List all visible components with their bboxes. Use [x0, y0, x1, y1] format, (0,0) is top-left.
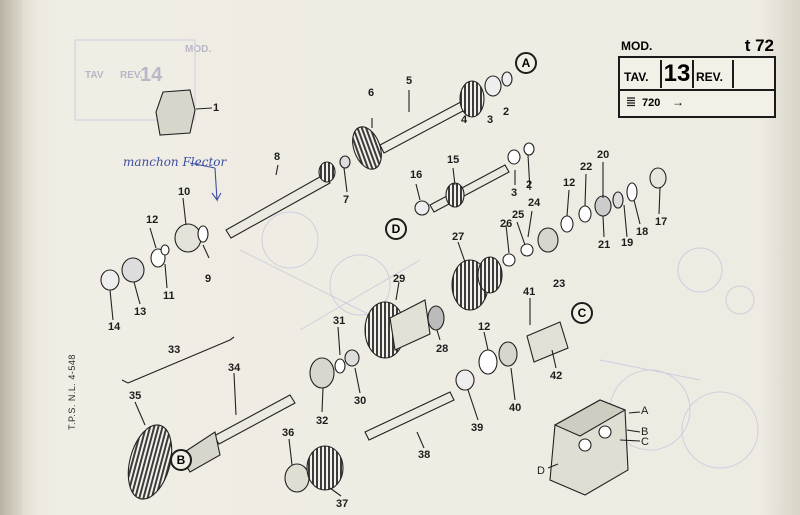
- part-number: 34: [228, 362, 241, 374]
- part-number: 10: [178, 186, 191, 198]
- part-number: 33: [168, 344, 181, 356]
- part-number: 13: [134, 306, 147, 318]
- part-number: 25: [512, 209, 525, 221]
- part-number: 42: [550, 370, 563, 382]
- part-number: 5: [406, 75, 413, 87]
- part-number: 6: [368, 87, 375, 99]
- part-number: 22: [580, 161, 593, 173]
- ghost-tav-num: 14: [140, 64, 163, 86]
- part-number: 26: [500, 218, 513, 230]
- mod-value: t 72: [744, 36, 774, 55]
- part-number: 16: [410, 169, 423, 181]
- part-number: 18: [636, 226, 649, 238]
- housing-label-a: A: [641, 405, 649, 417]
- tav-label: TAV.: [624, 70, 649, 84]
- part-number: 23: [553, 278, 566, 290]
- part-number: 27: [452, 231, 465, 243]
- housing-label-b: B: [641, 426, 649, 438]
- ghost-tav: TAV: [85, 70, 104, 81]
- ghost-mod: MOD.: [185, 44, 212, 55]
- part-number: 19: [621, 237, 634, 249]
- part-number: 20: [597, 149, 610, 161]
- part-number: 11: [163, 290, 175, 302]
- part-number: 29: [393, 273, 406, 285]
- ref-number: 720: [642, 97, 661, 109]
- part-number: 35: [129, 390, 142, 402]
- part-number: 3: [511, 187, 518, 199]
- title-block: MOD. t 72 TAV. 13 REV. 720 →: [618, 36, 776, 118]
- part-number: 24: [528, 197, 541, 209]
- part-number: 9: [205, 273, 212, 285]
- part-number: 12: [146, 214, 159, 226]
- callout-a: A: [515, 52, 537, 74]
- rev-divider: [732, 60, 734, 88]
- part-number: 2: [503, 106, 510, 118]
- part-number: 21: [598, 239, 611, 251]
- part-number: 7: [343, 194, 350, 206]
- title-box-divider: [620, 89, 774, 91]
- title-box: TAV. 13 REV. 720 →: [618, 56, 776, 118]
- part-number: 1: [213, 102, 220, 114]
- part-number: 40: [509, 402, 522, 414]
- ref-arrow: →: [672, 95, 684, 109]
- part-number: 28: [436, 343, 449, 355]
- callout-b: B: [170, 449, 192, 471]
- tav-number: 13: [660, 60, 694, 88]
- part-number: 37: [336, 498, 349, 510]
- callout-c: C: [571, 302, 593, 324]
- page-binding: [0, 0, 22, 515]
- housing-label-d: D: [537, 465, 545, 477]
- part-number: 39: [471, 422, 484, 434]
- mod-label: MOD.: [621, 39, 653, 53]
- part-number: 14: [108, 321, 121, 333]
- print-code: T.P.S. N.L. 4-548: [67, 354, 77, 430]
- part-number: 17: [655, 216, 668, 228]
- ghost-rev: REV.: [120, 70, 143, 81]
- part-number: 12: [478, 321, 491, 333]
- part-number: 12: [563, 177, 576, 189]
- part-number: 31: [333, 315, 346, 327]
- callout-d: D: [385, 218, 407, 240]
- part-number: 15: [447, 154, 460, 166]
- part-number: 32: [316, 415, 329, 427]
- part-number: 3: [487, 114, 494, 126]
- part-number: 4: [461, 114, 468, 126]
- rev-label: REV.: [696, 70, 723, 84]
- part-number: 8: [274, 151, 281, 163]
- handwritten-note: manchon Flector: [123, 155, 227, 169]
- part-number: 2: [526, 179, 533, 191]
- part-drawings: [100, 71, 667, 500]
- part-number: 38: [418, 449, 431, 461]
- housing-label-c: C: [641, 436, 649, 448]
- part-number: 36: [282, 427, 295, 439]
- coil-spring-icon: [627, 97, 635, 107]
- part-number: 30: [354, 395, 367, 407]
- part-number: 41: [523, 286, 536, 298]
